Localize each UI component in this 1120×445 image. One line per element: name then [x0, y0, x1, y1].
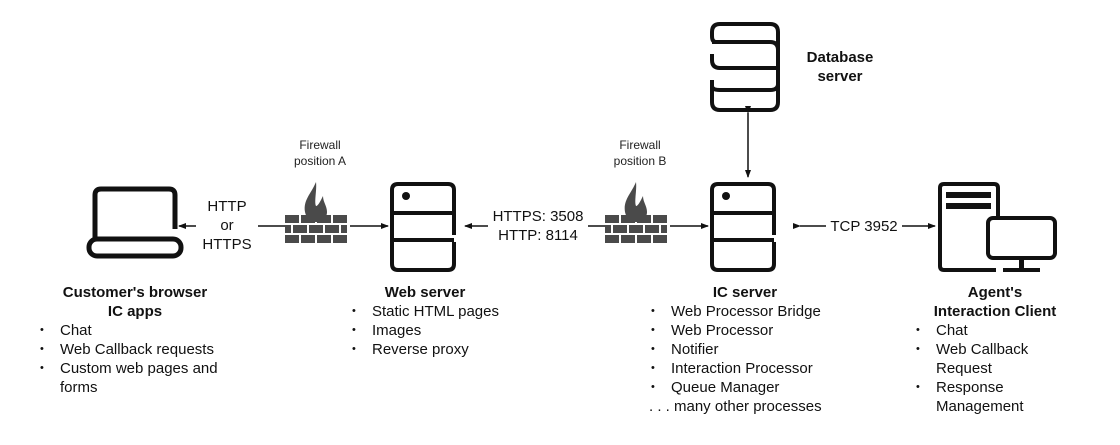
list-item: Notifier: [649, 340, 822, 359]
ic-server-process-list: Web Processor Bridge Web Processor Notif…: [649, 302, 822, 416]
customer-web-protocol-label: HTTP or HTTPS: [196, 197, 258, 254]
database-title: Database server: [800, 48, 880, 86]
list-item: Web Processor: [649, 321, 822, 340]
protocol-line: HTTP: [207, 198, 247, 215]
web-server-icon: [390, 182, 456, 272]
list-item: Chat: [914, 321, 1028, 340]
title-line: IC apps: [107, 303, 163, 320]
list-item: Queue Manager: [649, 378, 822, 397]
list-item: Web Processor Bridge: [649, 302, 822, 321]
protocol-line: TCP 3952: [830, 218, 898, 235]
title-line: Interaction Client: [933, 303, 1057, 320]
list-item: Images: [350, 321, 499, 340]
agent-feature-list: Chat Web Callback Request Response Manag…: [914, 321, 1028, 416]
list-item: Management: [936, 398, 1024, 415]
firewall-b-label: Firewall position B: [600, 137, 680, 169]
web-server-feature-list: Static HTML pages Images Reverse proxy: [350, 302, 499, 359]
title-line: Agent's: [967, 284, 1023, 301]
list-item: Web Callback: [914, 340, 1028, 359]
list-item: Response: [914, 378, 1028, 397]
title-line: IC server: [712, 284, 778, 301]
ic-server-title: IC server: [690, 283, 800, 302]
agent-title: Agent's Interaction Client: [920, 283, 1070, 321]
title-line: Database: [806, 49, 874, 66]
agent-workstation-icon: [938, 182, 1057, 272]
protocol-line: HTTPS: 3508: [492, 208, 584, 225]
firewall-a-label: Firewall position A: [280, 137, 360, 169]
ic-agent-protocol-label: TCP 3952: [826, 217, 902, 236]
title-line: Web server: [384, 284, 466, 301]
firewall-b-icon: [605, 182, 667, 243]
web-ic-protocol-label: HTTPS: 3508 HTTP: 8114: [488, 207, 588, 245]
list-footer: . . . many other processes: [649, 398, 822, 415]
list-item: forms: [60, 379, 98, 396]
list-item: Chat: [38, 321, 218, 340]
firewall-a-icon: [285, 182, 347, 243]
title-line: Customer's browser: [62, 284, 208, 301]
list-item: Custom web pages and: [38, 359, 218, 378]
list-item: Static HTML pages: [350, 302, 499, 321]
title-line: server: [817, 68, 863, 85]
protocol-line: or: [220, 217, 234, 234]
laptop-icon: [86, 186, 184, 259]
list-item: Web Callback requests: [38, 340, 218, 359]
firewall-label-line: Firewall: [299, 138, 341, 152]
database-icon: [710, 22, 780, 112]
firewall-label-line: Firewall: [619, 138, 661, 152]
firewall-label-line: position A: [293, 154, 347, 168]
ic-server-icon: [710, 182, 776, 272]
list-item: Reverse proxy: [350, 340, 499, 359]
list-item: Request: [936, 360, 992, 377]
list-item: Interaction Processor: [649, 359, 822, 378]
protocol-line: HTTP: 8114: [498, 227, 578, 244]
protocol-line: HTTPS: [202, 236, 252, 253]
firewall-label-line: position B: [613, 154, 667, 168]
customer-title: Customer's browser IC apps: [40, 283, 230, 321]
customer-feature-list: Chat Web Callback requests Custom web pa…: [38, 321, 218, 397]
web-server-title: Web server: [360, 283, 490, 302]
